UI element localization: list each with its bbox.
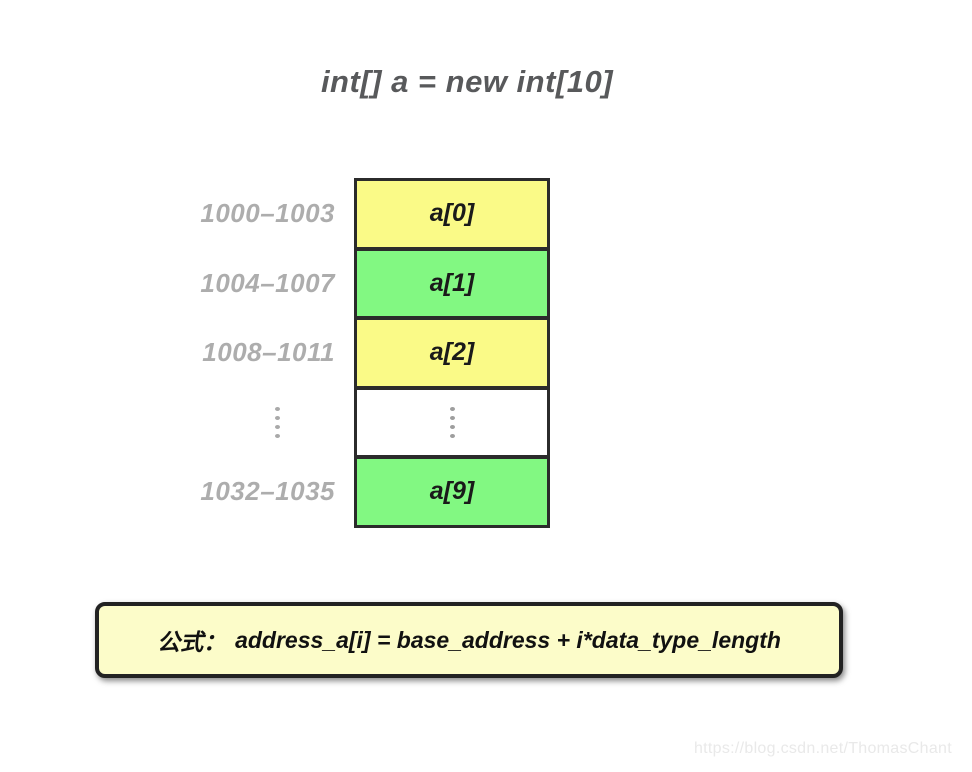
array-cell: a[1] (354, 247, 550, 319)
array-row: 1004–1007 a[1] (0, 247, 550, 319)
array-cell: a[2] (354, 317, 550, 389)
formula-expression: address_a[i] = base_address + i*data_typ… (235, 626, 781, 653)
cell-label: a[0] (429, 199, 475, 228)
address-label: 1004–1007 (200, 267, 335, 298)
vertical-ellipsis-icon (275, 406, 280, 438)
array-memory-diagram: 1000–1003 a[0] 1004–1007 a[1] 1008–1011 … (0, 178, 550, 528)
array-cell: a[9] (354, 456, 550, 528)
array-cell: a[0] (354, 178, 550, 250)
cell-label: a[2] (429, 338, 475, 367)
array-row-ellipsis (0, 386, 550, 459)
array-row: 1008–1011 a[2] (0, 317, 550, 389)
cell-label: a[1] (429, 268, 475, 297)
diagram-title: int[] a = new int[10] (320, 64, 614, 99)
formula-box: 公式： address_a[i] = base_address + i*data… (95, 602, 843, 678)
formula-label: 公式： (157, 629, 227, 655)
vertical-ellipsis-icon (449, 406, 455, 438)
address-label: 1000–1003 (200, 198, 335, 229)
address-label: 1032–1035 (200, 476, 335, 507)
array-row: 1032–1035 a[9] (0, 456, 550, 528)
address-label: 1008–1011 (202, 337, 335, 368)
array-cell (354, 386, 550, 458)
array-row: 1000–1003 a[0] (0, 178, 550, 250)
cell-label: a[9] (429, 477, 475, 506)
address-label (0, 387, 335, 459)
watermark: https://blog.csdn.net/ThomasChant (693, 740, 952, 757)
